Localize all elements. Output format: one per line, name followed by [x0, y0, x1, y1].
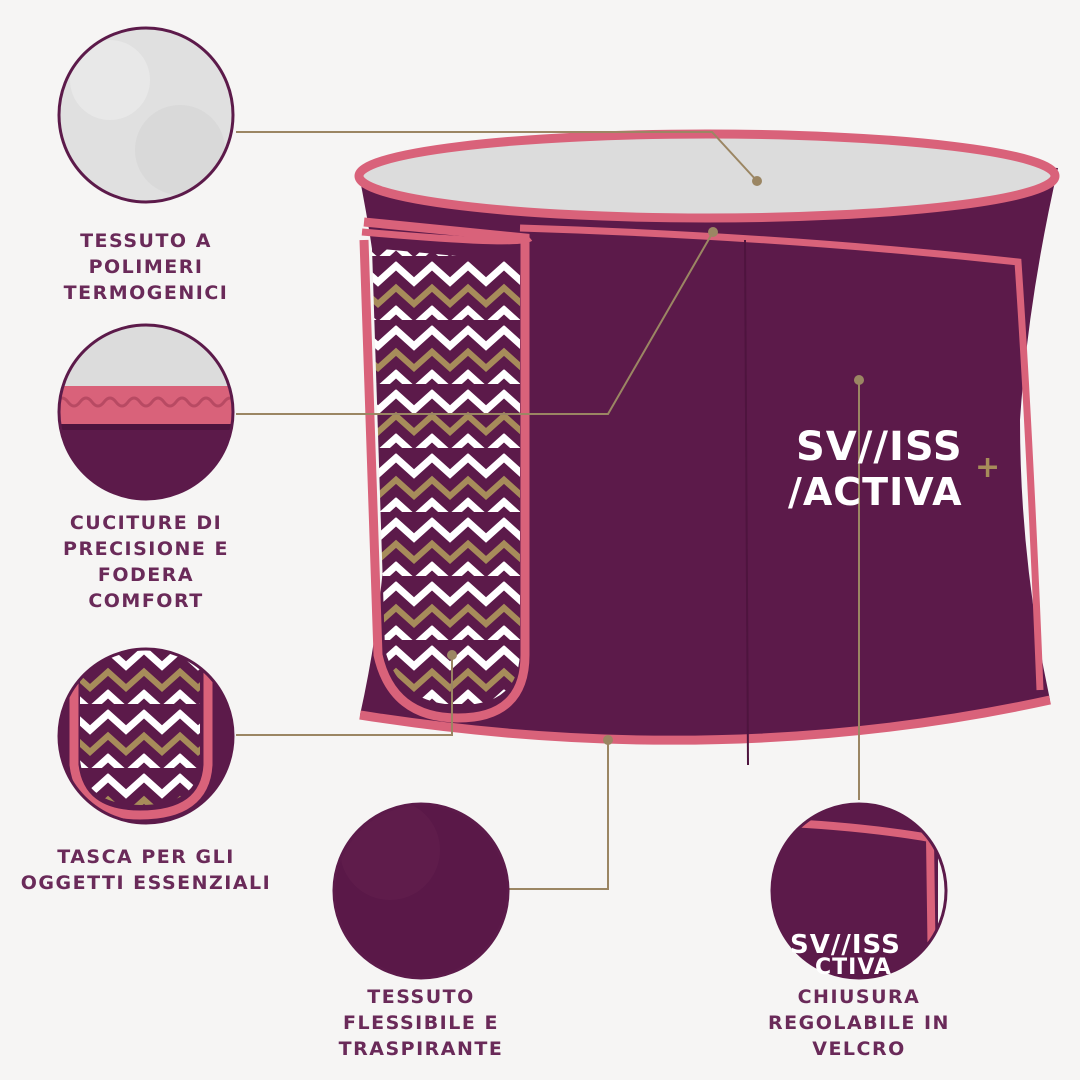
- detail-stitching: [57, 323, 235, 501]
- detail-thermogenic-fabric: [57, 26, 235, 204]
- belt-bottom-trim: [359, 695, 1051, 745]
- callout-label-stitching: CUCITURE DI PRECISIONE E FODERA COMFORT: [63, 512, 229, 612]
- pocket-pattern: [372, 248, 520, 705]
- detail-pocket: [57, 647, 235, 825]
- velcro-panel-trim: [519, 224, 1044, 691]
- leader-pocket: [236, 655, 453, 736]
- leader-stitching: [236, 231, 714, 415]
- belt-lining: [359, 134, 1055, 218]
- dot-velcro: [854, 375, 864, 385]
- dot-stitching: [708, 227, 718, 237]
- waist-belt: [354, 129, 1060, 766]
- dot-flexible: [603, 735, 613, 745]
- belt-top-trim: [354, 129, 1060, 223]
- leader-thermogenic: [236, 131, 758, 182]
- callout-label-velcro: CHIUSURA REGOLABILE IN VELCRO: [768, 986, 950, 1060]
- dot-pocket: [447, 650, 457, 660]
- brand-logo-line2: /ACTIVA: [788, 470, 963, 514]
- detail-logo-line2: CTIVA: [815, 955, 892, 980]
- dot-thermogenic: [752, 176, 762, 186]
- pocket-trim: [359, 217, 530, 723]
- callout-label-flexible: TESSUTO FLESSIBILE E TRASPIRANTE: [338, 986, 504, 1060]
- callout-label-thermogenic: TESSUTO A POLIMERI TERMOGENICI: [63, 230, 229, 304]
- leader-dots: [447, 176, 864, 745]
- leader-flexible: [509, 740, 609, 890]
- brand-logo-line1: SV//ISS: [796, 424, 963, 470]
- brand-logo-plus: +: [975, 450, 1002, 485]
- detail-logo-line1: SV//ISS: [790, 930, 901, 960]
- leader-lines: [236, 131, 860, 890]
- belt-body: [358, 159, 1058, 740]
- belt-seam: [744, 239, 749, 766]
- callout-label-pocket: TASCA PER GLI OGGETTI ESSENZIALI: [20, 846, 272, 894]
- detail-flexible-fabric: [332, 802, 510, 980]
